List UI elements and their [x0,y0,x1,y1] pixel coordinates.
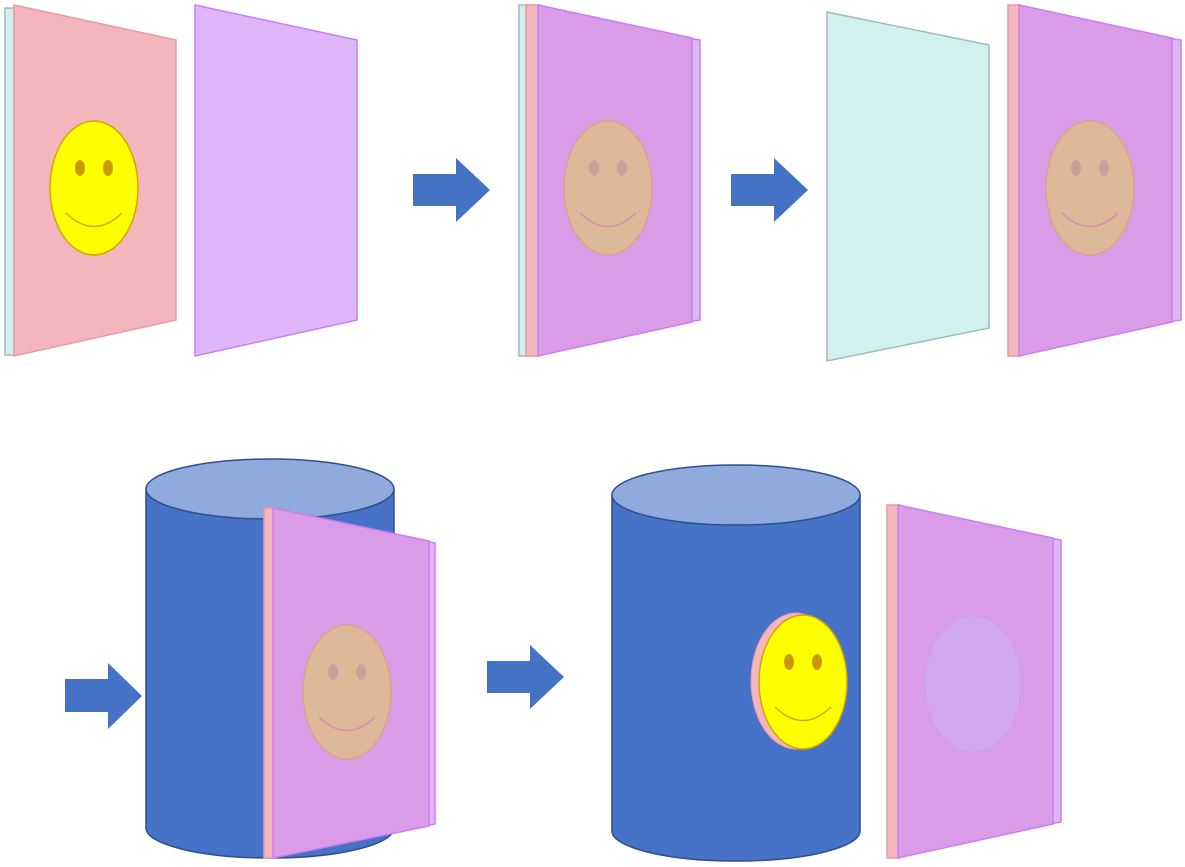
right-arrow-icon [65,663,142,729]
step-5-face-on-cylinder [611,464,1062,862]
right-arrow-icon [487,645,564,709]
cyan-sheet [826,11,990,362]
right-arrow-icon [731,158,808,222]
cylinder [611,464,861,862]
step-2-stacked-sheets [518,4,701,357]
violet-sheet [194,4,358,357]
smiley-face-icon [49,120,139,256]
tinted-smiley-face-icon [1045,120,1135,256]
tinted-smiley-face-icon [563,120,653,256]
right-arrow-icon [413,158,490,222]
step-1-separate-sheets [4,4,358,357]
tinted-smiley-face-icon [302,624,392,760]
step-4-sheet-against-cylinder [145,458,436,859]
step-3-separated-sheets [826,4,1182,362]
transferred-smiley-face-icon [750,612,848,750]
faded-face-outline [924,615,1022,753]
